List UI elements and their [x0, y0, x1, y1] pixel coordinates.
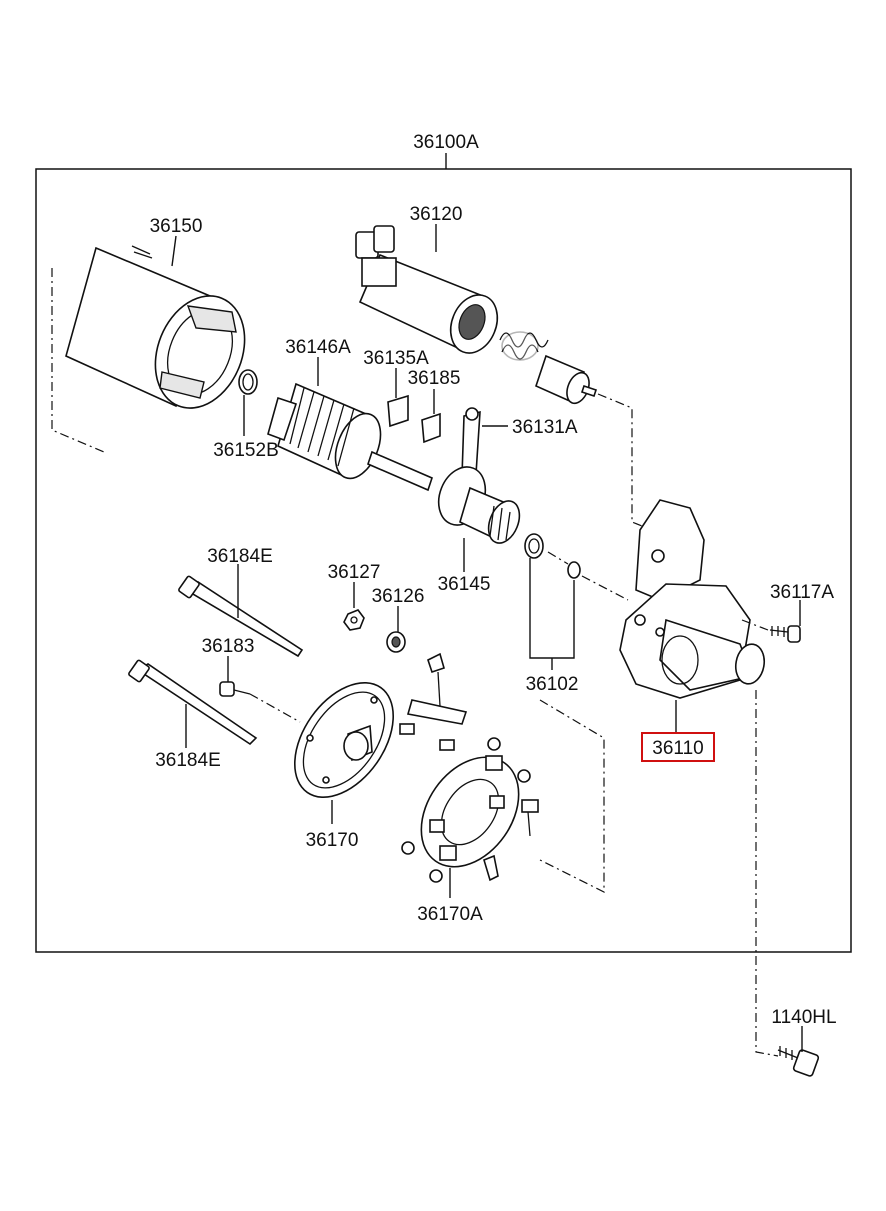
leader-36102 [529, 558, 575, 670]
part-1140HL-bolt[interactable] [777, 1046, 820, 1077]
part-36184E-through-bolt-bottom[interactable] [128, 659, 258, 746]
screw-dash-guide [741, 619, 769, 631]
bolt-dash-guide [755, 690, 779, 1057]
part-36150-yoke[interactable] [65, 245, 261, 422]
label-36170[interactable]: 36170 [306, 830, 359, 851]
label-36170A[interactable]: 36170A [417, 904, 483, 925]
label-36152B[interactable]: 36152B [213, 440, 279, 461]
part-36146A-armature[interactable] [267, 382, 433, 492]
label-36184E-bottom[interactable]: 36184E [155, 750, 221, 771]
part-36185-plate[interactable] [421, 412, 441, 444]
label-36146A[interactable]: 36146A [285, 337, 351, 358]
label-36117A[interactable]: 36117A [770, 582, 834, 603]
label-36183[interactable]: 36183 [202, 636, 255, 657]
label-36145[interactable]: 36145 [438, 574, 491, 595]
brush-springs [401, 737, 539, 883]
part-36145-clutch[interactable] [430, 460, 525, 548]
brush-dash-guide [539, 699, 605, 893]
part-36127-nut[interactable] [343, 609, 365, 631]
label-36100A[interactable]: 36100A [413, 132, 479, 153]
part-36126-washer[interactable] [386, 631, 406, 653]
assembly-frame [35, 168, 852, 953]
plunger-dash-guide [597, 393, 653, 531]
part-36183-screw[interactable] [219, 681, 251, 697]
label-36150[interactable]: 36150 [150, 216, 203, 237]
terminal-lead [399, 652, 468, 751]
part-36117A-screw[interactable] [769, 625, 801, 643]
label-36131A[interactable]: 36131A [512, 417, 578, 438]
label-36120[interactable]: 36120 [410, 204, 463, 225]
label-1140HL[interactable]: 1140HL [771, 1007, 836, 1028]
highlight-box-36110 [641, 732, 715, 762]
screw36183-dash-guide [249, 693, 301, 723]
part-36170-end-frame[interactable] [275, 665, 414, 816]
part-36110-drive-housing[interactable] [619, 499, 767, 699]
label-36127[interactable]: 36127 [328, 562, 381, 583]
label-36126[interactable]: 36126 [372, 586, 425, 607]
part-36120-solenoid[interactable] [355, 225, 506, 360]
label-36110[interactable]: 36110 [652, 738, 703, 759]
part-36184E-through-bolt-top[interactable] [178, 575, 304, 658]
part-36152B-washer[interactable] [238, 369, 258, 395]
part-36131A-lever[interactable] [461, 407, 481, 477]
part-36135A-plate[interactable] [387, 394, 409, 428]
solenoid-spring [499, 331, 549, 361]
part-36170A-brush-holder[interactable] [401, 739, 539, 885]
label-36102[interactable]: 36102 [526, 674, 579, 695]
label-36185[interactable]: 36185 [408, 368, 461, 389]
part-36102-kit[interactable] [524, 533, 581, 579]
label-36184E-top[interactable]: 36184E [207, 546, 273, 567]
label-36135A[interactable]: 36135A [363, 348, 429, 369]
solenoid-plunger [535, 354, 598, 405]
kit-dash-guide [547, 551, 629, 601]
leader-36150 [171, 235, 177, 267]
